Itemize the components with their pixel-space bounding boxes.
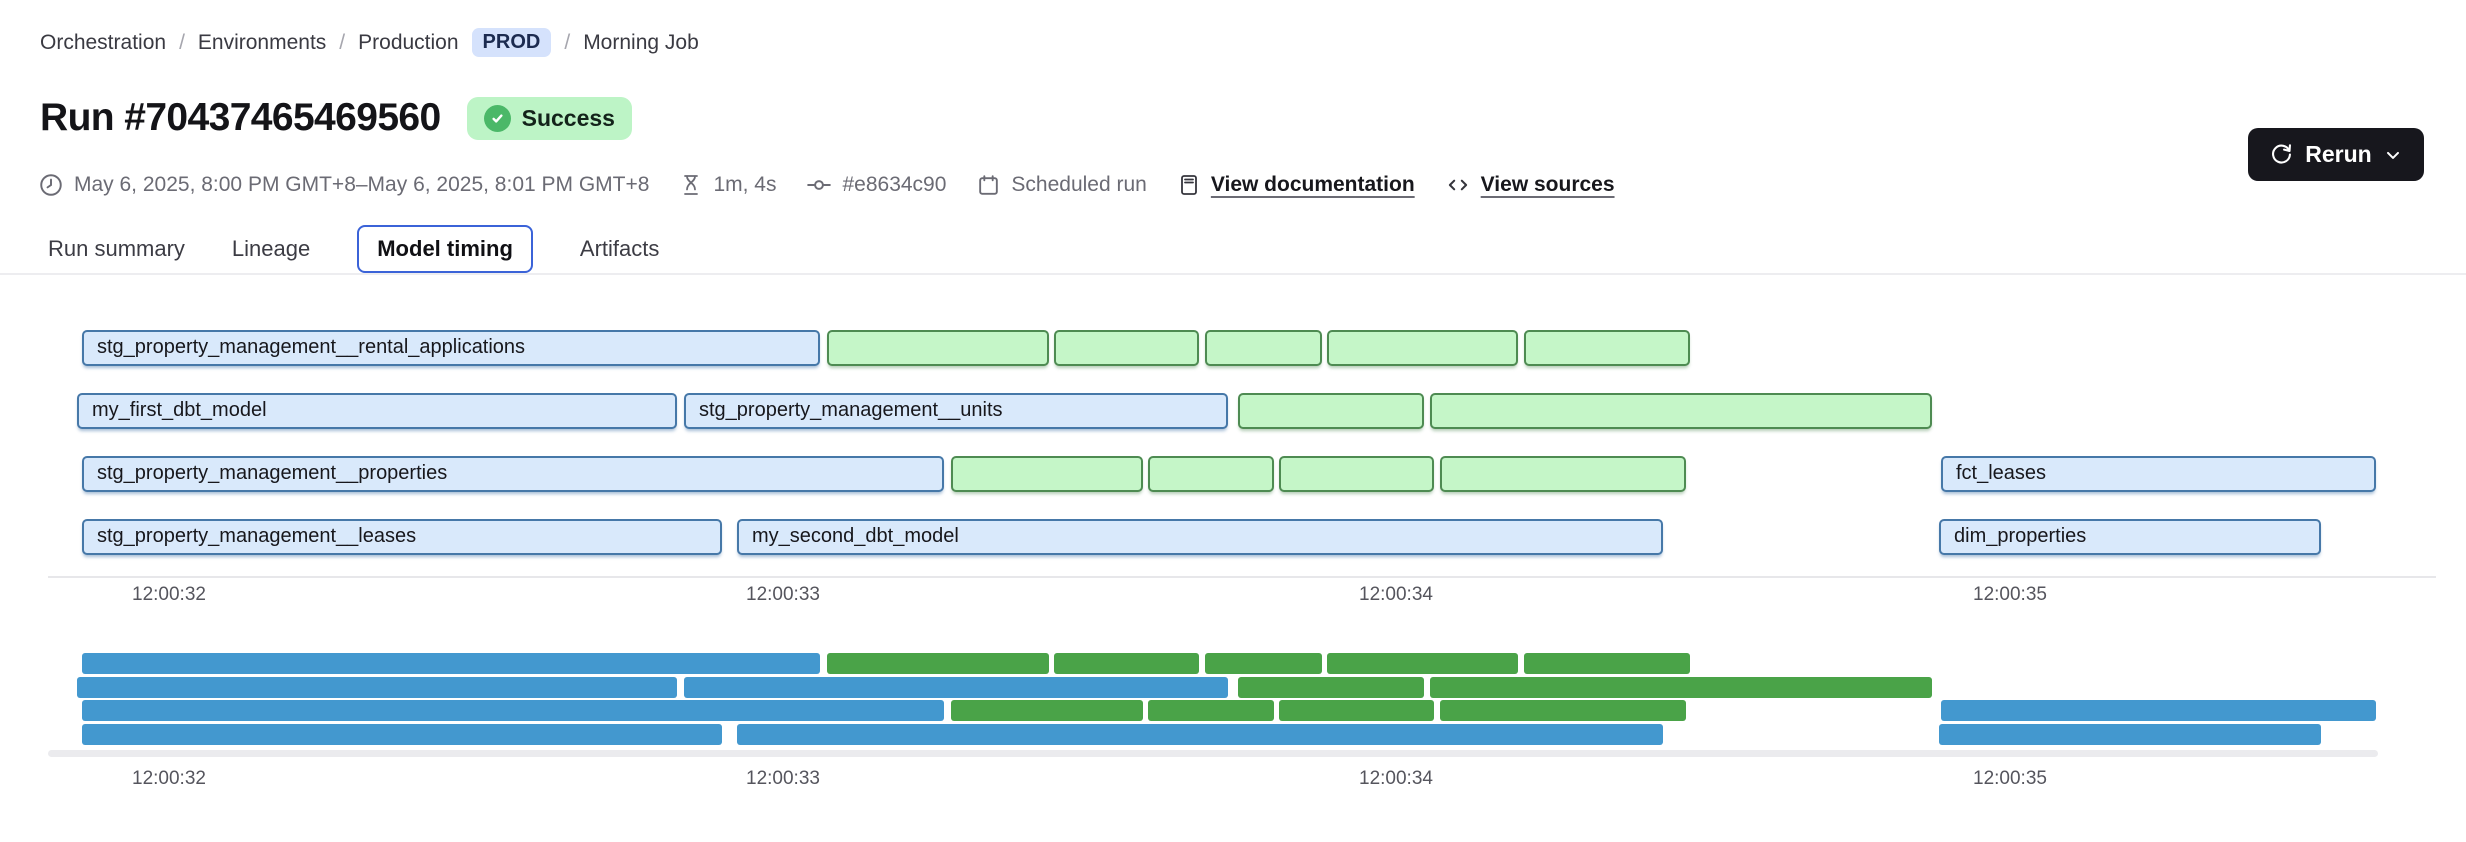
minimap-bar — [82, 700, 944, 721]
minimap-bar — [1238, 677, 1424, 698]
minimap-bar — [1939, 724, 2321, 745]
gantt-bar-stg_property_management__units[interactable]: stg_property_management__units — [684, 393, 1228, 429]
gantt-bar[interactable] — [1205, 330, 1322, 366]
breadcrumb-environments[interactable]: Environments — [197, 30, 327, 54]
minimap-bar — [1941, 700, 2376, 721]
success-check-icon — [483, 104, 511, 132]
breadcrumb-production[interactable]: Production — [358, 30, 459, 54]
breadcrumb: Orchestration / Environments / Productio… — [40, 28, 699, 57]
minimap-bar — [77, 677, 677, 698]
gantt-bar-dim_properties[interactable]: dim_properties — [1939, 519, 2321, 555]
gantt-bar[interactable] — [951, 456, 1143, 492]
minimap-bar — [82, 724, 722, 745]
view-sources-link[interactable]: View sources — [1480, 173, 1615, 196]
title-row: Run #70437465469560 Success — [40, 96, 632, 140]
axis-tick-label: 12:00:33 — [746, 584, 820, 605]
tabs-divider — [0, 273, 2466, 275]
commit-sha-text: #e8634c90 — [842, 173, 947, 196]
hourglass-icon — [679, 173, 703, 197]
axis-tick-label: 12:00:35 — [1973, 768, 2047, 789]
gantt-bar-fct_leases[interactable]: fct_leases — [1941, 456, 2376, 492]
minimap-bar — [1524, 653, 1690, 674]
view-documentation-link[interactable]: View documentation — [1210, 173, 1415, 196]
gantt-bar-my_first_dbt_model[interactable]: my_first_dbt_model — [77, 393, 677, 429]
run-duration: 1m, 4s — [679, 173, 776, 197]
gantt-bar[interactable] — [1440, 456, 1686, 492]
page-title: Run #70437465469560 — [40, 96, 441, 139]
axis-tick-label: 12:00:34 — [1359, 584, 1433, 605]
gantt-bar-stg_property_management__leases[interactable]: stg_property_management__leases — [82, 519, 722, 555]
minimap-bar — [1279, 700, 1434, 721]
minimap-bar — [1054, 653, 1199, 674]
axis-tick-label: 12:00:34 — [1359, 768, 1433, 789]
breadcrumb-orchestration[interactable]: Orchestration — [40, 30, 167, 54]
axis-tick-label: 12:00:32 — [132, 584, 206, 605]
rerun-button-label: Rerun — [2305, 141, 2372, 167]
view-documentation[interactable]: View documentation — [1177, 173, 1415, 197]
env-badge-prod: PROD — [471, 28, 552, 57]
git-commit-icon — [806, 172, 832, 198]
axis-tick-label: 12:00:33 — [746, 768, 820, 789]
gantt-bar-stg_property_management__rental_applications[interactable]: stg_property_management__rental_applicat… — [82, 330, 820, 366]
run-duration-text: 1m, 4s — [713, 173, 777, 196]
chevron-down-icon — [2383, 145, 2403, 165]
gantt-bar[interactable] — [1327, 330, 1518, 366]
minimap-bar — [82, 653, 820, 674]
run-tabs: Run summary Lineage Model timing Artifac… — [48, 224, 659, 274]
status-badge-label: Success — [521, 104, 615, 131]
tab-model-timing[interactable]: Model timing — [357, 225, 533, 273]
minimap-bar — [1440, 700, 1686, 721]
minimap-bar — [827, 653, 1049, 674]
clock-icon — [38, 172, 64, 198]
breadcrumb-morning-job[interactable]: Morning Job — [583, 30, 699, 54]
minimap-track[interactable] — [48, 750, 2378, 757]
axis-tick-label: 12:00:32 — [132, 768, 206, 789]
gantt-bar[interactable] — [1148, 456, 1274, 492]
gantt-bar[interactable] — [1054, 330, 1199, 366]
gantt-axis-line — [48, 576, 2436, 578]
minimap-bar — [684, 677, 1228, 698]
minimap-bar — [1430, 677, 1932, 698]
gantt-bar[interactable] — [1430, 393, 1932, 429]
minimap-bar — [1148, 700, 1274, 721]
gantt-bar-my_second_dbt_model[interactable]: my_second_dbt_model — [737, 519, 1663, 555]
run-trigger-text: Scheduled run — [1011, 173, 1147, 196]
minimap-bar — [951, 700, 1143, 721]
tab-lineage[interactable]: Lineage — [231, 236, 311, 261]
minimap-bar — [737, 724, 1663, 745]
minimap-bar — [1327, 653, 1518, 674]
breadcrumb-separator: / — [339, 30, 346, 54]
calendar-icon — [976, 173, 1001, 198]
breadcrumb-separator: / — [179, 30, 185, 54]
tab-artifacts[interactable]: Artifacts — [579, 236, 660, 261]
run-time-range: May 6, 2025, 8:00 PM GMT+8–May 6, 2025, … — [38, 172, 649, 198]
documentation-icon — [1177, 173, 1201, 197]
status-badge: Success — [466, 96, 632, 140]
gantt-bar-stg_property_management__properties[interactable]: stg_property_management__properties — [82, 456, 944, 492]
rerun-button[interactable]: Rerun — [2248, 128, 2424, 181]
refresh-icon — [2269, 142, 2294, 167]
gantt-bar[interactable] — [1279, 456, 1434, 492]
run-time-range-text: May 6, 2025, 8:00 PM GMT+8–May 6, 2025, … — [74, 173, 650, 196]
commit-sha: #e8634c90 — [806, 172, 946, 198]
minimap-bar — [1205, 653, 1322, 674]
breadcrumb-separator: / — [564, 30, 571, 54]
gantt-bar[interactable] — [1238, 393, 1424, 429]
tab-run-summary[interactable]: Run summary — [48, 236, 185, 261]
gantt-bar[interactable] — [1524, 330, 1690, 366]
view-sources[interactable]: View sources — [1445, 172, 1615, 198]
run-trigger: Scheduled run — [976, 173, 1147, 198]
gantt-bar[interactable] — [827, 330, 1049, 366]
run-meta-row: May 6, 2025, 8:00 PM GMT+8–May 6, 2025, … — [38, 172, 1615, 198]
axis-tick-label: 12:00:35 — [1973, 584, 2047, 605]
code-icon — [1445, 172, 1471, 198]
